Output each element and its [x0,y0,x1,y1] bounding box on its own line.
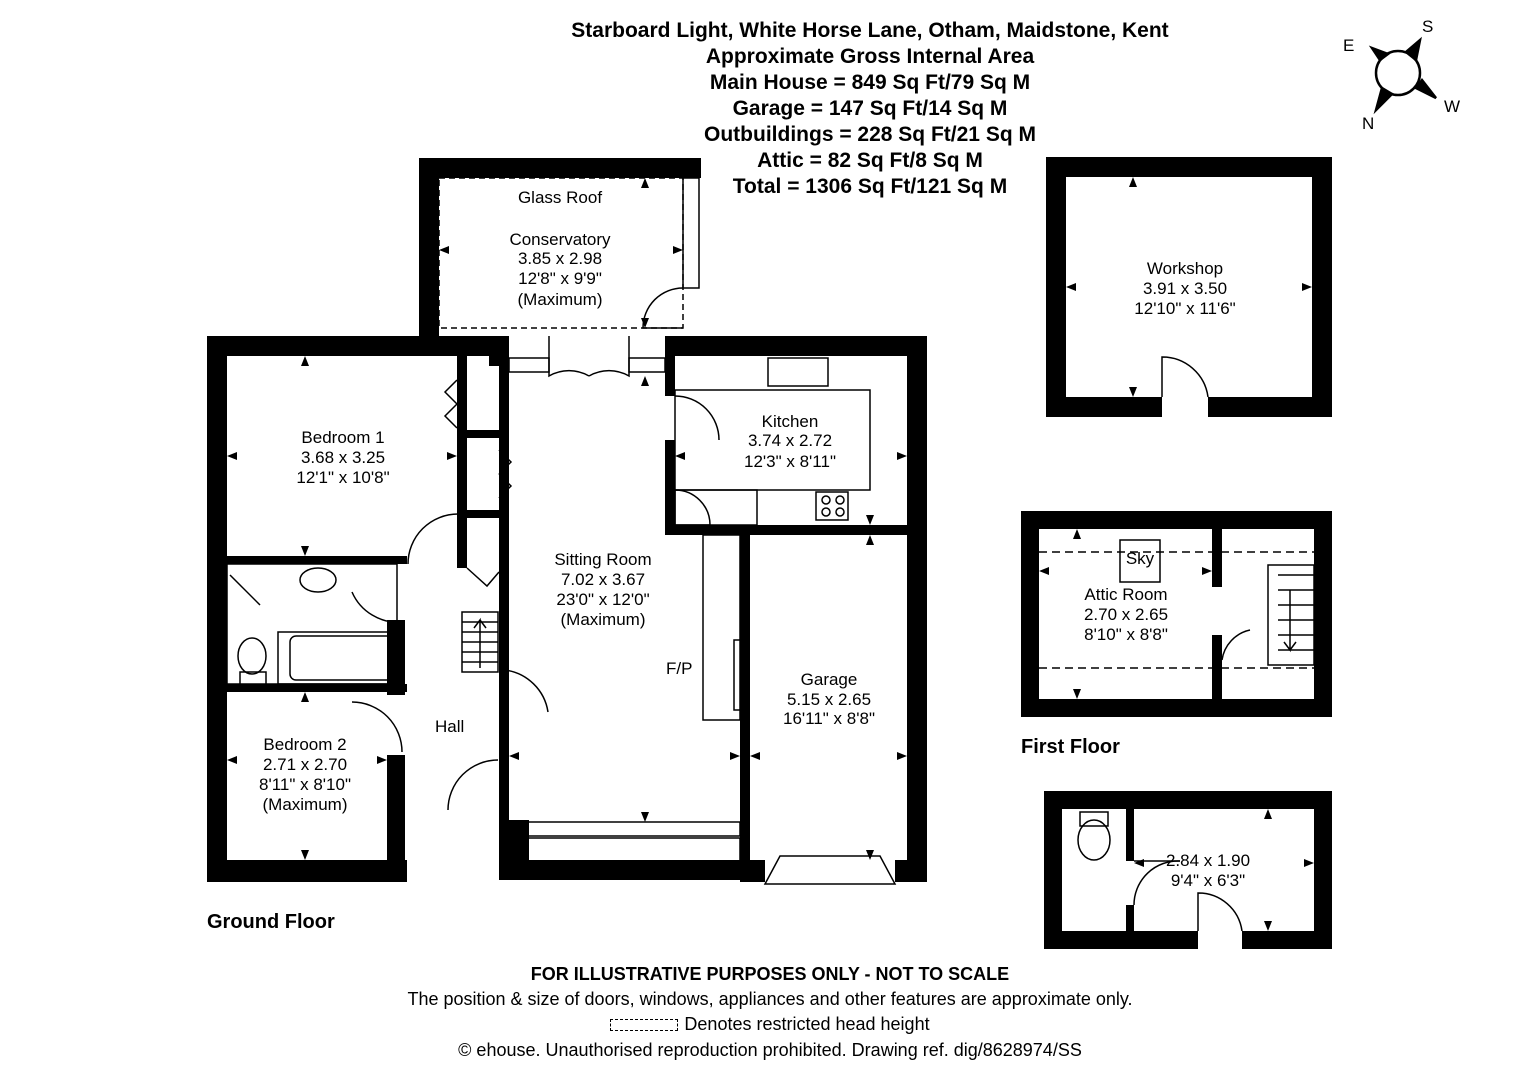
restricted-height-key-icon [610,1019,679,1032]
workshop-metric: 3.91 x 3.50 [1142,279,1228,298]
sitting-room-imperial: 23'0" x 12'0" [556,590,650,609]
compass-east-label: E [1343,36,1355,55]
bedroom-2-qualifier: (Maximum) [262,795,348,814]
bedroom-1-name: Bedroom 1 [301,428,385,447]
total-area: Total = 1306 Sq Ft/121 Sq M [732,175,1008,198]
outbuilding-imperial: 9'4" x 6'3" [1170,871,1246,890]
area-heading: Approximate Gross Internal Area [705,45,1035,68]
bedroom-2-name: Bedroom 2 [263,735,347,754]
first-floor-label: First Floor [1021,736,1120,758]
attic-room-name: Attic Room [1084,585,1168,604]
sitting-room-name: Sitting Room [554,550,652,569]
position-note: The position & size of doors, windows, a… [407,989,1133,1009]
garage-imperial: 16'11" x 8'8" [783,709,875,728]
attic-area: Attic = 82 Sq Ft/8 Sq M [757,149,983,172]
disclaimer: FOR ILLUSTRATIVE PURPOSES ONLY - NOT TO … [530,964,1010,984]
sitting-room-metric: 7.02 x 3.67 [560,570,646,589]
bedroom-2-metric: 2.71 x 2.70 [262,755,348,774]
hall-label: Hall [435,717,465,736]
garage-metric: 5.15 x 2.65 [786,690,872,709]
legend: Denotes restricted head height [300,1012,1240,1037]
conservatory-note: Glass Roof [517,188,603,207]
sitting-room-qualifier: (Maximum) [560,610,646,629]
bedroom-1-imperial: 12'1" x 10'8" [296,468,390,487]
fireplace-label: F/P [666,659,693,678]
attic-room-imperial: 8'10" x 8'8" [1084,625,1168,644]
bedroom-1-metric: 3.68 x 3.25 [300,448,386,467]
compass-icon [1368,36,1437,115]
copyright: © ehouse. Unauthorised reproduction proh… [458,1040,1082,1060]
conservatory-name: Conservatory [509,230,611,249]
compass-west-label: W [1444,97,1461,116]
kitchen-name: Kitchen [761,412,819,431]
property-address: Starboard Light, White Horse Lane, Otham… [571,19,1169,42]
compass-north-label: N [1362,114,1375,133]
garage-area: Garage = 147 Sq Ft/14 Sq M [732,97,1008,120]
compass-south-label: S [1422,17,1434,36]
attic-room-metric: 2.70 x 2.65 [1083,605,1169,624]
kitchen-metric: 3.74 x 2.72 [747,431,833,450]
workshop-name: Workshop [1146,259,1224,278]
outbuilding-metric: 2.84 x 1.90 [1165,851,1251,870]
conservatory-imperial: 12'8" x 9'9" [518,269,602,288]
workshop-imperial: 12'10" x 11'6" [1134,299,1236,318]
legend-text: Denotes restricted head height [684,1014,930,1034]
outbuildings-area: Outbuildings = 228 Sq Ft/21 Sq M [704,123,1036,146]
attic-skylight-label: Sky [1125,549,1155,568]
conservatory-metric: 3.85 x 2.98 [517,249,603,268]
main-house-area: Main House = 849 Sq Ft/79 Sq M [709,71,1031,94]
kitchen-imperial: 12'3" x 8'11" [744,452,836,471]
garage-name: Garage [800,670,858,689]
conservatory-qualifier: (Maximum) [517,290,603,309]
ground-floor-label: Ground Floor [207,911,335,933]
bedroom-2-imperial: 8'11" x 8'10" [259,775,351,794]
